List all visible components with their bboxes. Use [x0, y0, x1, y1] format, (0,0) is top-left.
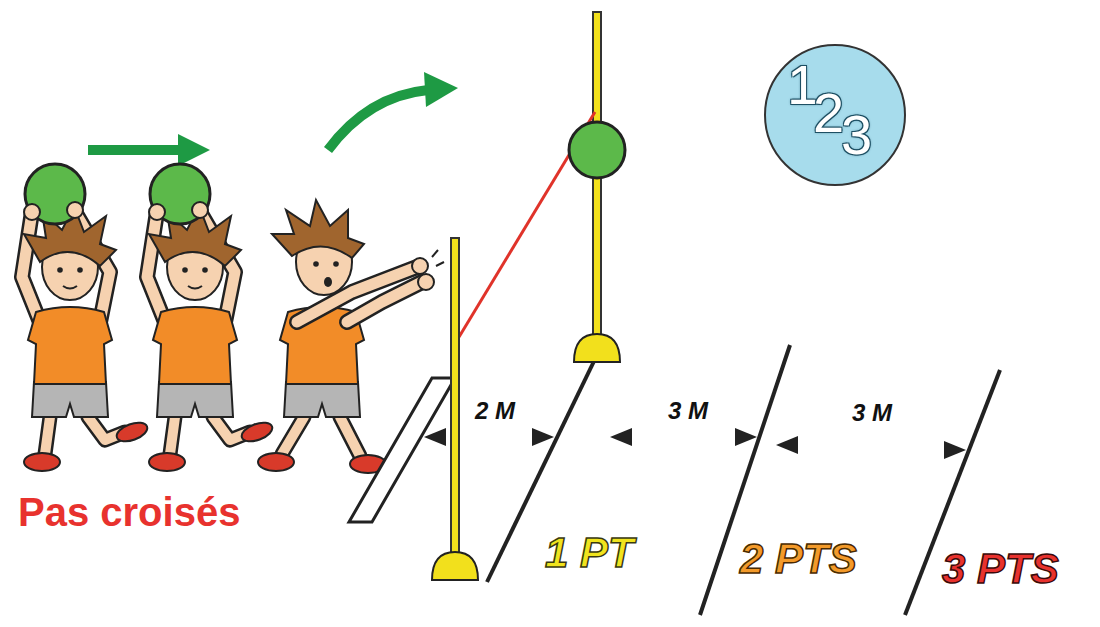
throwing-child — [313, 261, 319, 267]
score-zone-label: 3 PTS — [942, 546, 1059, 592]
throw-arrow — [88, 72, 458, 166]
dimension-label: 3 M — [668, 398, 708, 424]
pole — [451, 238, 459, 568]
pole — [569, 122, 625, 178]
throwing-child — [340, 417, 360, 456]
ground-line — [349, 378, 455, 522]
score-zone-label: 2 PTS — [740, 536, 857, 582]
dimension-arrow — [424, 428, 446, 446]
dimension-arrow — [944, 441, 966, 459]
throwing-child — [347, 282, 422, 322]
child-figure — [147, 164, 275, 471]
throwing-child — [258, 453, 294, 471]
throwing-child — [324, 277, 332, 287]
dimension-arrow — [424, 428, 966, 459]
dimension-label: 3 M — [852, 400, 892, 426]
number-badge: 123 — [763, 43, 907, 187]
pole — [432, 552, 478, 580]
pole — [574, 334, 620, 362]
throwing-child — [418, 274, 434, 290]
throwing-child — [347, 282, 422, 322]
throwing-child — [282, 417, 304, 454]
throwing-child — [284, 382, 360, 417]
throwing-child — [333, 261, 339, 267]
dimension-arrow — [610, 428, 632, 446]
throwing-child — [282, 417, 304, 454]
badge-digit: 2 — [813, 85, 844, 141]
dimension-arrow — [776, 436, 798, 454]
throw-arrow — [88, 145, 182, 155]
throw-arrow — [178, 134, 210, 166]
score-zone-label: 1 PT — [545, 530, 634, 576]
pole — [432, 12, 625, 580]
badge-digit: 3 — [841, 107, 872, 163]
throwing-child — [412, 258, 428, 274]
throw-arrow — [424, 72, 458, 107]
throwing-child — [340, 417, 360, 456]
dimension-arrow — [735, 428, 757, 446]
badge-circle — [765, 45, 905, 185]
throwing-child — [432, 250, 444, 266]
child-figure — [22, 164, 150, 471]
dimension-arrow — [532, 428, 554, 446]
dimension-label: 2 M — [475, 398, 515, 424]
ground-line — [349, 345, 1000, 615]
throwing-child — [272, 200, 364, 258]
caption-text: Pas croisés — [18, 490, 240, 534]
throw-arrow — [328, 90, 428, 150]
